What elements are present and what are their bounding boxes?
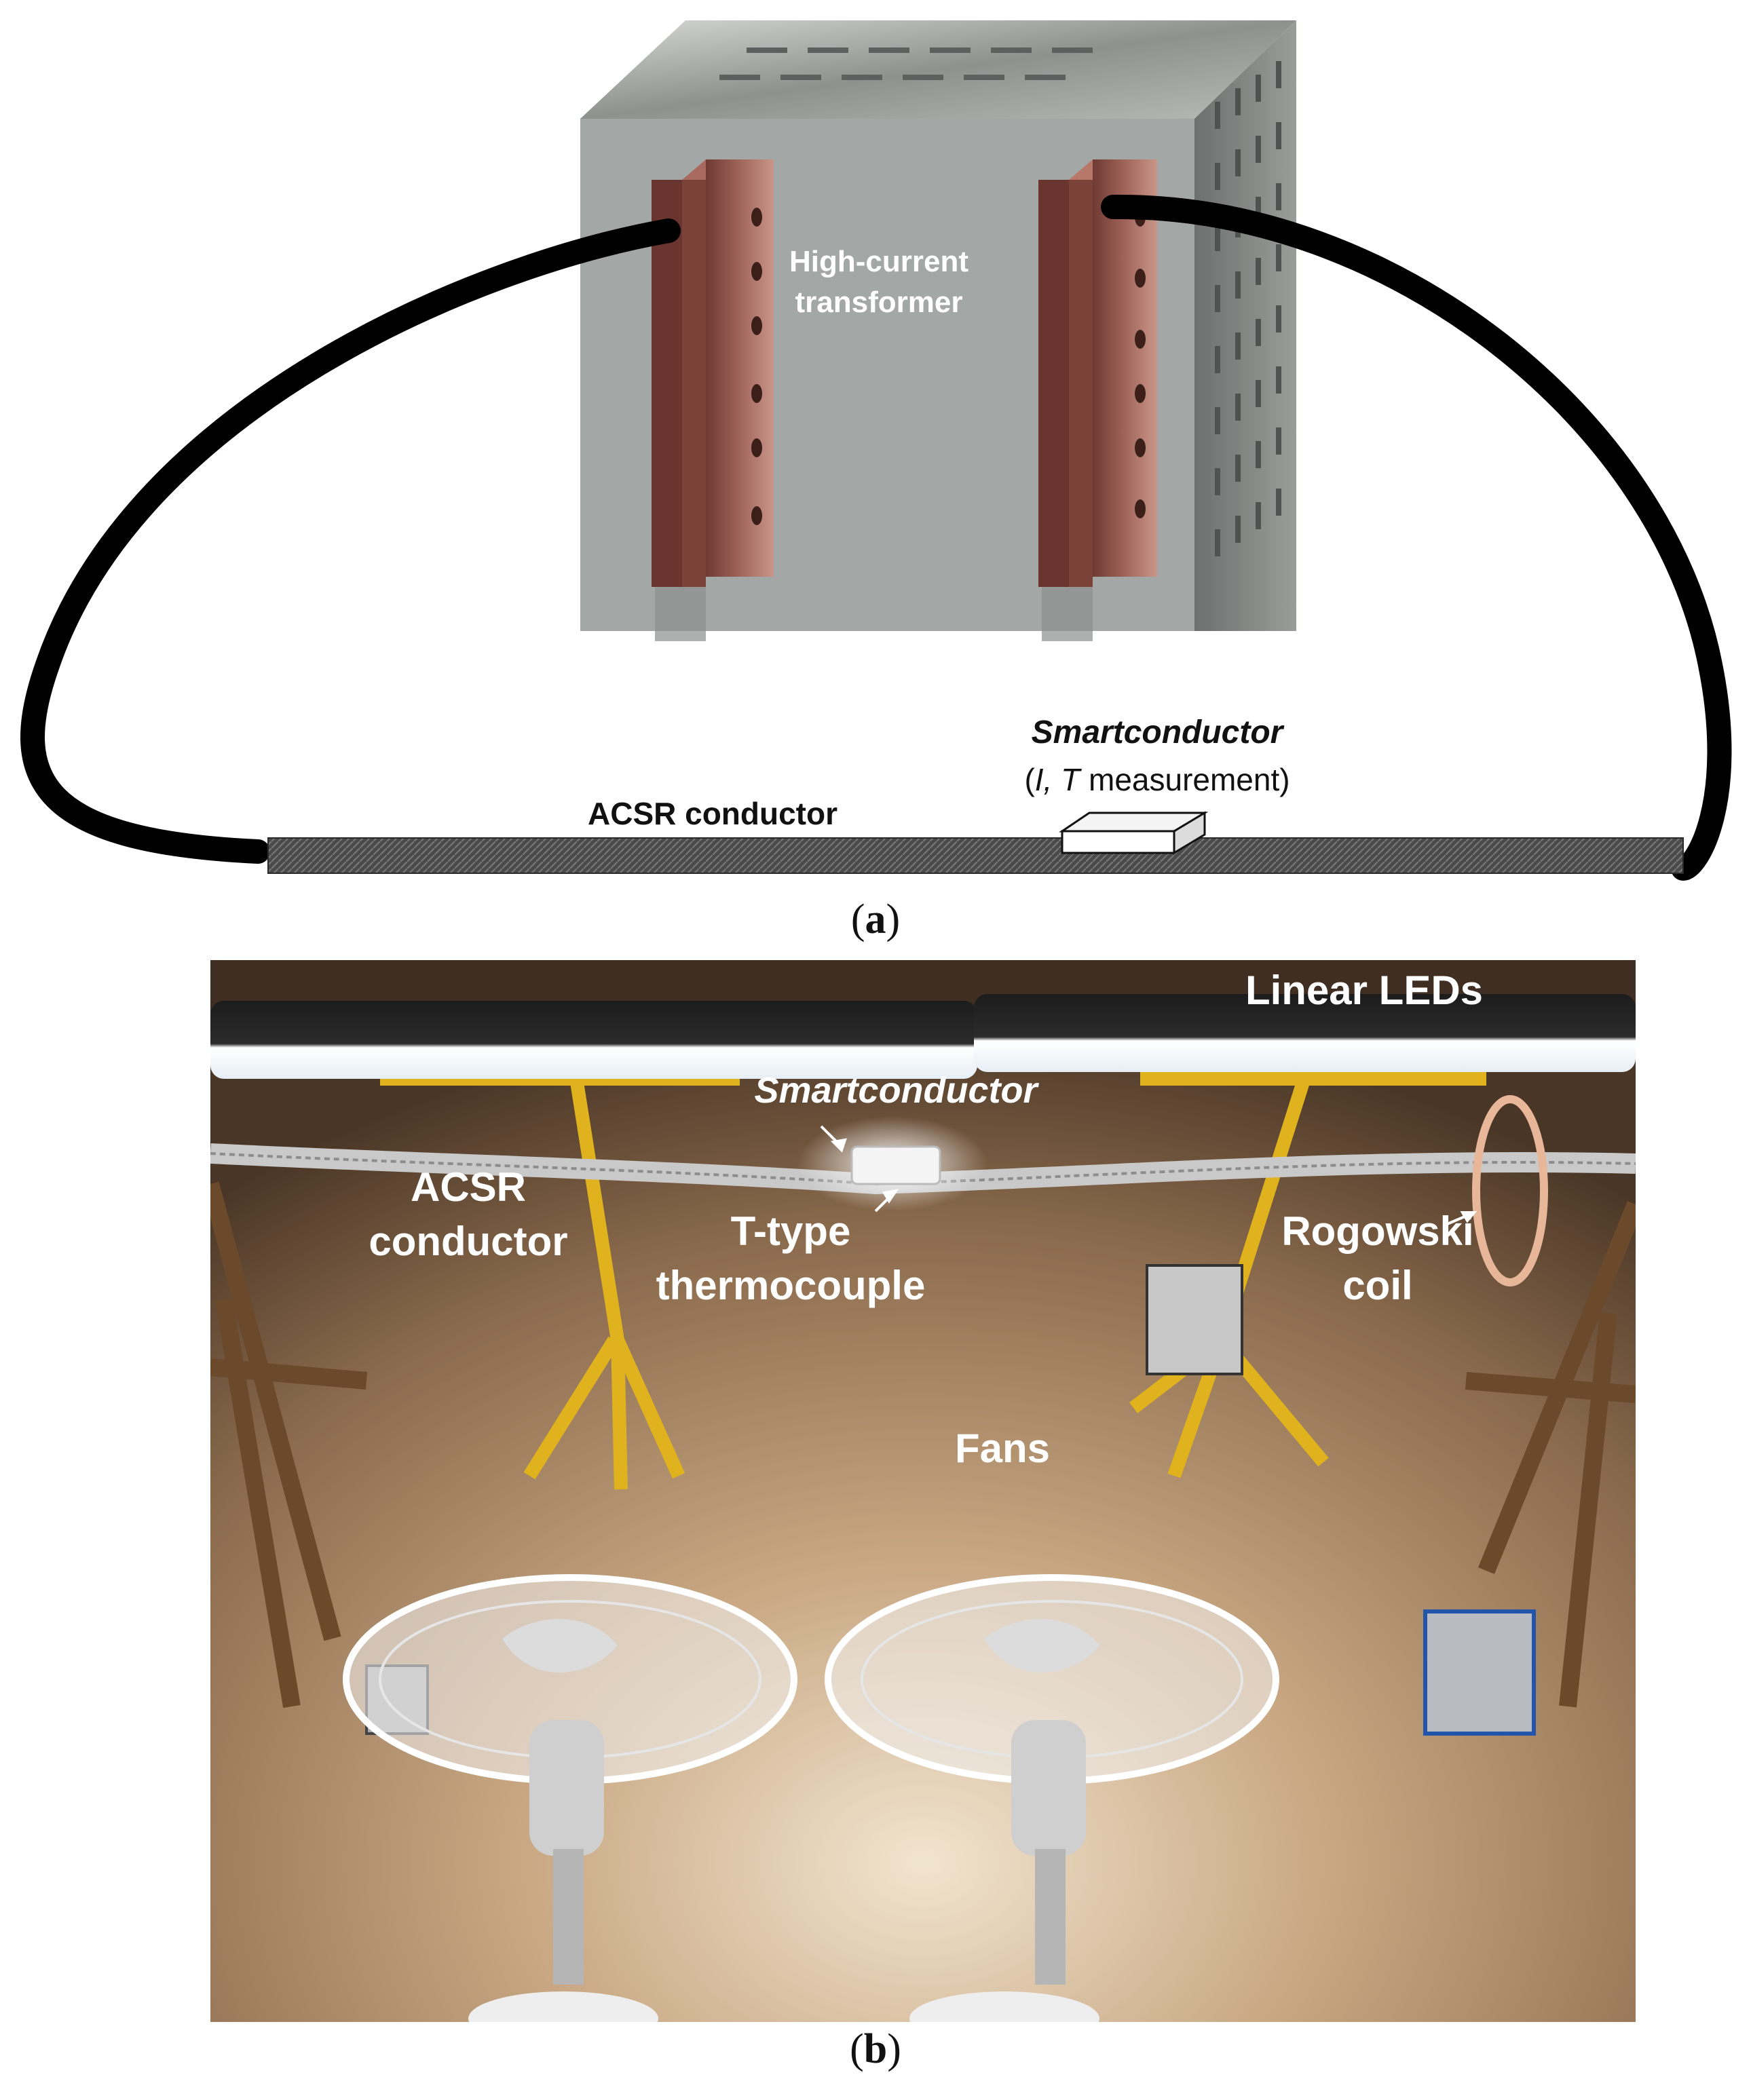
current-symbol: I,: [1035, 762, 1053, 797]
label-rogowski-line2: coil: [1342, 1263, 1412, 1308]
data-logger-right-icon: [1423, 1609, 1536, 1736]
paren-open: (: [1024, 762, 1035, 797]
caption-a: (a): [850, 896, 901, 942]
rogowski-coil-icon: [1472, 1095, 1548, 1286]
smartconductor-subtitle: (I, T measurement): [1024, 762, 1289, 797]
panel-b-photo: Linear LEDs Smartconductor ACSR conducto…: [210, 960, 1636, 2022]
label-thermocouple-line1: T-type: [731, 1208, 851, 1254]
smartconductor-title: Smartconductor: [1032, 714, 1285, 750]
fan-left-icon: [343, 1574, 797, 2022]
led-bar-left-icon: [210, 1001, 977, 1079]
label-acsr-line1: ACSR: [411, 1164, 526, 1210]
led-bar-right-icon: [974, 994, 1636, 1072]
schematic-drawing: High-current transformer Smartconductor …: [20, 20, 1732, 881]
label-acsr-line2: conductor: [369, 1219, 567, 1264]
left-copper-bus-bar-icon: [652, 159, 774, 641]
right-cable-icon: [1101, 194, 1732, 881]
left-cable-icon: [20, 218, 681, 864]
right-copper-bus-bar-icon: [1038, 159, 1157, 641]
data-logger-center-icon: [1146, 1264, 1243, 1375]
label-linear-leds: Linear LEDs: [1245, 968, 1483, 1013]
caption-b: (b): [850, 2026, 901, 2072]
panel-a-schematic: High-current transformer Smartconductor …: [0, 0, 1751, 942]
arrow-thermocouple: [874, 1189, 899, 1213]
temperature-symbol: T: [1061, 762, 1082, 797]
acsr-conductor-icon: [267, 837, 1684, 874]
transformer-label-line2: transformer: [795, 286, 963, 319]
label-smartconductor: Smartconductor: [754, 1070, 1039, 1111]
label-thermocouple-line2: thermocouple: [656, 1263, 926, 1308]
label-fans: Fans: [955, 1426, 1050, 1471]
arrow-smartconductor: [820, 1125, 847, 1153]
acsr-conductor-label: ACSR conductor: [588, 796, 837, 831]
wooden-bench-left-icon: [210, 1181, 368, 1708]
arrow-rogowski: [1445, 1211, 1477, 1226]
wooden-bench-right-icon: [1465, 1201, 1636, 1708]
transformer-label-line1: High-current: [789, 245, 968, 278]
lab-setup-photo: Linear LEDs Smartconductor ACSR conducto…: [210, 960, 1636, 2022]
smartconductor-device-icon: [1059, 811, 1209, 855]
fan-right-icon: [825, 1574, 1279, 2022]
measurement-text: measurement): [1089, 762, 1290, 797]
label-rogowski-line1: Rogowski: [1281, 1208, 1473, 1254]
